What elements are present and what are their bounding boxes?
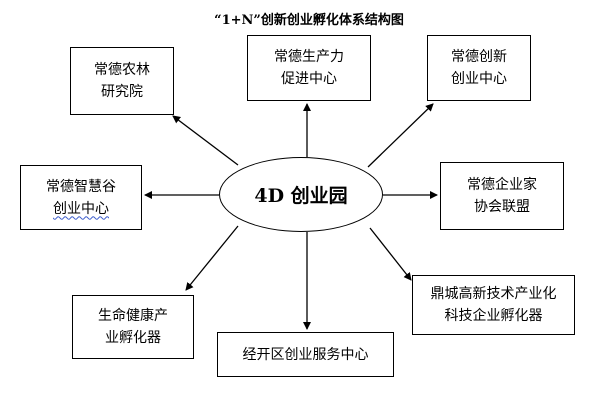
diagram-title: “1+N”创新创业孵化体系结构图	[214, 13, 404, 28]
hub-label: 4D 创业园	[254, 185, 348, 207]
node-label-line-2: 协会联盟	[474, 199, 530, 215]
node-label-line-1: 常德智慧谷	[46, 178, 116, 195]
node-label-line-2: 业孵化器	[105, 330, 161, 346]
arrow-to-dingcheng-hightech-incubator	[369, 227, 412, 281]
node-changde-wisdom-valley-center: 常德智慧谷 创业中心	[20, 165, 142, 230]
node-dev-zone-startup-service-center: 经开区创业服务中心	[217, 332, 394, 377]
node-label-line-1: 常德创新	[451, 49, 507, 65]
node-label-line-2: 促进中心	[281, 71, 337, 87]
node-label-line-2: 研究院	[101, 84, 143, 100]
node-label-line-1: 鼎城高新技术产业化	[430, 286, 557, 302]
node-label-line-1: 常德企业家	[467, 177, 537, 193]
arrow-to-changde-innovation-center	[367, 103, 434, 168]
hub-4d-startup-park: 4D 创业园	[219, 157, 383, 232]
node-changde-agri-forestry-institute: 常德农林 研究院	[70, 47, 174, 115]
node-label-line-1: 经开区创业服务中心	[242, 346, 369, 363]
node-label-line-1: 常德农林	[94, 62, 150, 78]
node-changde-entrepreneur-alliance: 常德企业家 协会联盟	[440, 162, 564, 230]
node-dingcheng-hightech-incubator: 鼎城高新技术产业化 科技企业孵化器	[412, 275, 575, 335]
arrow-to-life-health-incubator	[185, 225, 239, 291]
node-changde-productivity-center: 常德生产力 促进中心	[247, 35, 371, 101]
node-changde-innovation-center: 常德创新 创业中心	[427, 35, 531, 101]
arrow-to-changde-agri-forestry-institute	[172, 115, 239, 166]
node-label-line-2: 创业中心	[451, 71, 507, 87]
node-label-line-2: 科技企业孵化器	[444, 308, 543, 324]
node-label-line-1: 常德生产力	[274, 49, 344, 65]
node-life-health-incubator: 生命健康产 业孵化器	[72, 295, 194, 359]
node-label-line-1: 生命健康产	[98, 308, 168, 324]
node-label-line-2: 创业中心	[53, 200, 109, 217]
